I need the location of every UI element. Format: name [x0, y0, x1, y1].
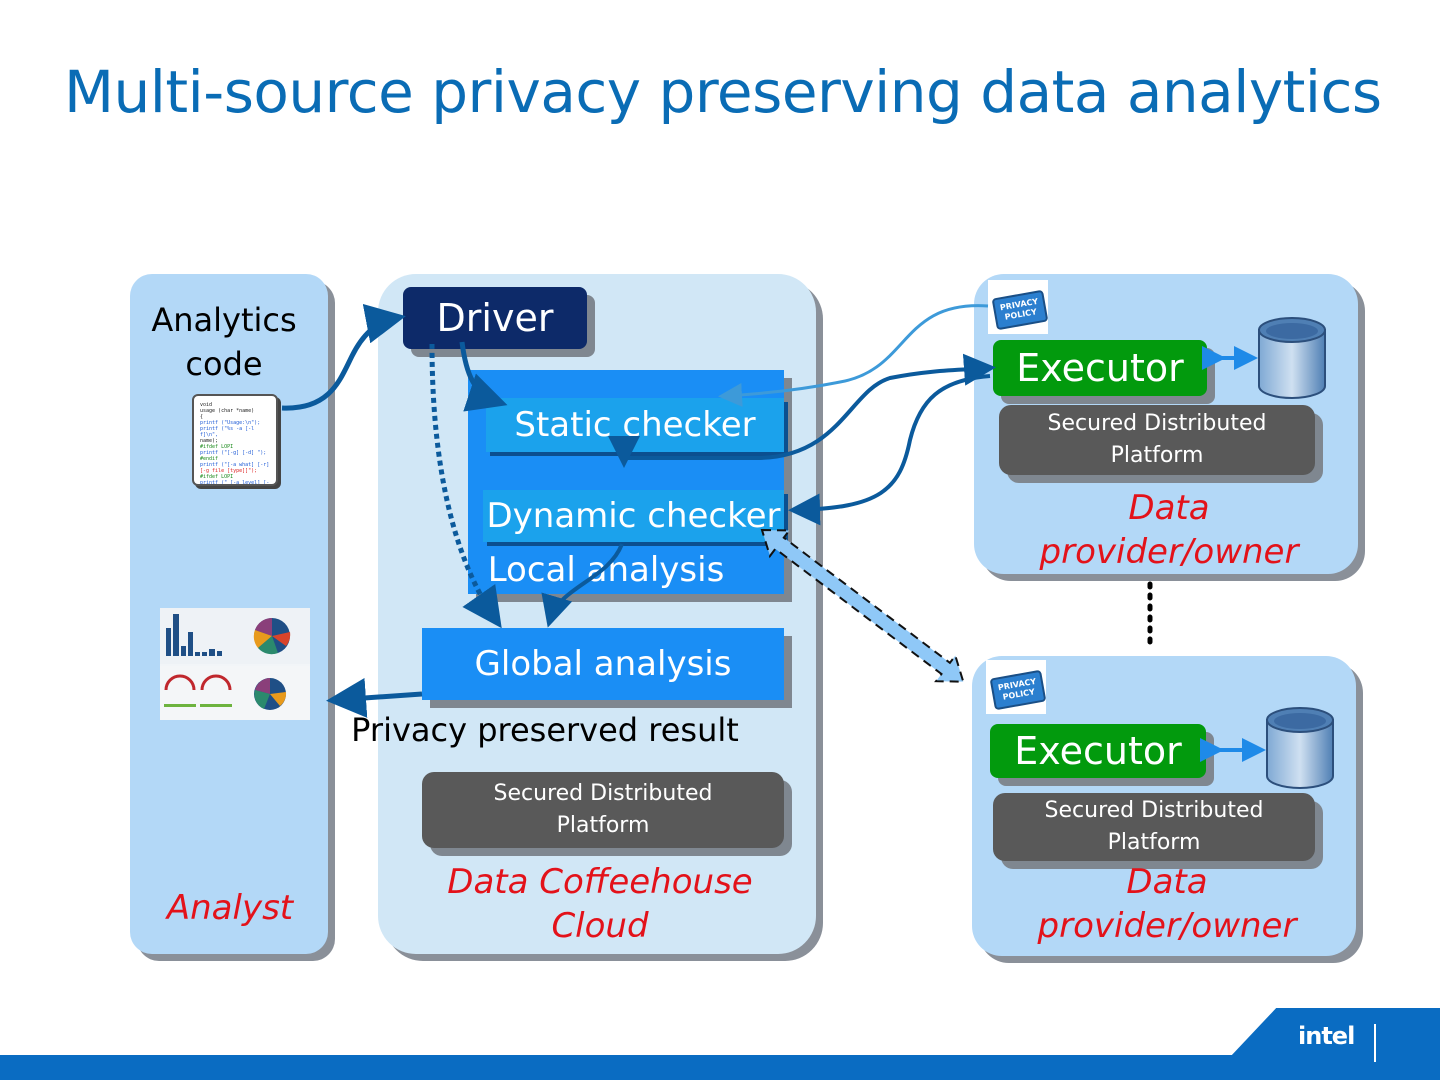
code-line: #ifdef LOPI	[200, 444, 234, 450]
privacy-preserved-result-label: Privacy preserved result	[351, 711, 739, 749]
provider-2-secured-distributed-platform[interactable]: Secured Distributed Platform	[993, 793, 1315, 861]
analytics-code-label: Analytics code	[130, 298, 318, 386]
code-line: usage (char *name)	[200, 408, 255, 414]
arrow-driver-to-static-checker	[459, 341, 508, 412]
analytics-code-label-line2: code	[185, 345, 263, 383]
platform-label-line2: Platform	[556, 813, 650, 838]
provider-1-role-label: Data provider/owner	[974, 486, 1364, 574]
footer-separator	[1374, 1024, 1376, 1062]
arrow-policy-to-static-checker	[718, 304, 989, 407]
database-icon	[1266, 707, 1334, 789]
slide-title: Multi-source privacy preserving data ana…	[64, 58, 1382, 126]
static-checker-box[interactable]: Static checker	[486, 398, 784, 452]
code-line: void	[200, 402, 213, 408]
arrow-dynamic-to-global	[541, 543, 624, 628]
provider-role-line2: provider/owner	[1039, 532, 1299, 572]
platform-label-line1: Secured Distributed	[1044, 798, 1264, 823]
provider-role-line1: Data	[1128, 488, 1210, 528]
footer-bar	[0, 1055, 1440, 1080]
code-line: printf ("%s -a [-l f]\n",	[200, 426, 255, 438]
arrow-code-to-driver	[281, 303, 406, 411]
intel-logo: intel	[1298, 1022, 1355, 1050]
analytics-dashboard-thumbnail	[160, 608, 310, 720]
code-line: #ifdef LOPI	[200, 474, 234, 480]
local-analysis-label: Local analysis	[487, 550, 725, 590]
dotted-arrow-driver-to-global	[429, 343, 502, 629]
code-line: [-g file [type]]");	[200, 468, 258, 474]
global-analysis-box[interactable]: Global analysis	[422, 628, 784, 700]
platform-label-line1: Secured Distributed	[1047, 411, 1267, 436]
database-icon	[1258, 317, 1326, 399]
privacy-policy-icon: PRIVACY POLICY	[988, 280, 1049, 334]
provider-1-secured-distributed-platform[interactable]: Secured Distributed Platform	[999, 405, 1315, 475]
provider-role-line2: provider/owner	[1037, 906, 1297, 946]
code-line: printf ("Usage:\n");	[200, 420, 261, 426]
arrow-global-to-dashboard	[326, 677, 423, 718]
arrow-executor-static-checker	[625, 353, 996, 460]
cloud-role-label-line2: Cloud	[551, 906, 649, 946]
platform-label-line1: Secured Distributed	[493, 781, 713, 806]
cloud-role-label-line1: Data Coffeehouse	[447, 862, 753, 902]
provider-role-line1: Data	[1126, 862, 1208, 902]
code-line: printf (" [-a level] [-m	[200, 480, 270, 486]
code-line: name);	[200, 438, 219, 444]
analyst-role-label: Analyst	[166, 888, 294, 928]
executor-box-2[interactable]: Executor	[990, 724, 1206, 778]
code-line: {	[200, 414, 204, 420]
executor-box-1[interactable]: Executor	[993, 340, 1207, 396]
arrow-executor-to-dynamic-checker	[788, 374, 991, 526]
provider-2-role-label: Data provider/owner	[972, 860, 1362, 948]
code-line: printf ("[-g] [-d] ");	[200, 450, 267, 456]
bidirectional-cloud-provider-arrow	[760, 528, 965, 683]
analytics-code-label-line1: Analytics	[151, 301, 297, 339]
code-line: printf ("[-a what] [-r]	[200, 462, 270, 468]
cloud-secured-distributed-platform[interactable]: Secured Distributed Platform	[422, 772, 784, 848]
platform-label-line2: Platform	[1107, 830, 1201, 855]
dynamic-checker-box[interactable]: Dynamic checker	[483, 490, 784, 542]
platform-label-line2: Platform	[1110, 443, 1204, 468]
cloud-role-label: Data Coffeehouse Cloud	[378, 860, 822, 948]
code-line: #endif	[200, 456, 219, 462]
privacy-policy-icon: PRIVACY POLICY	[986, 660, 1047, 714]
driver-box[interactable]: Driver	[403, 287, 587, 349]
